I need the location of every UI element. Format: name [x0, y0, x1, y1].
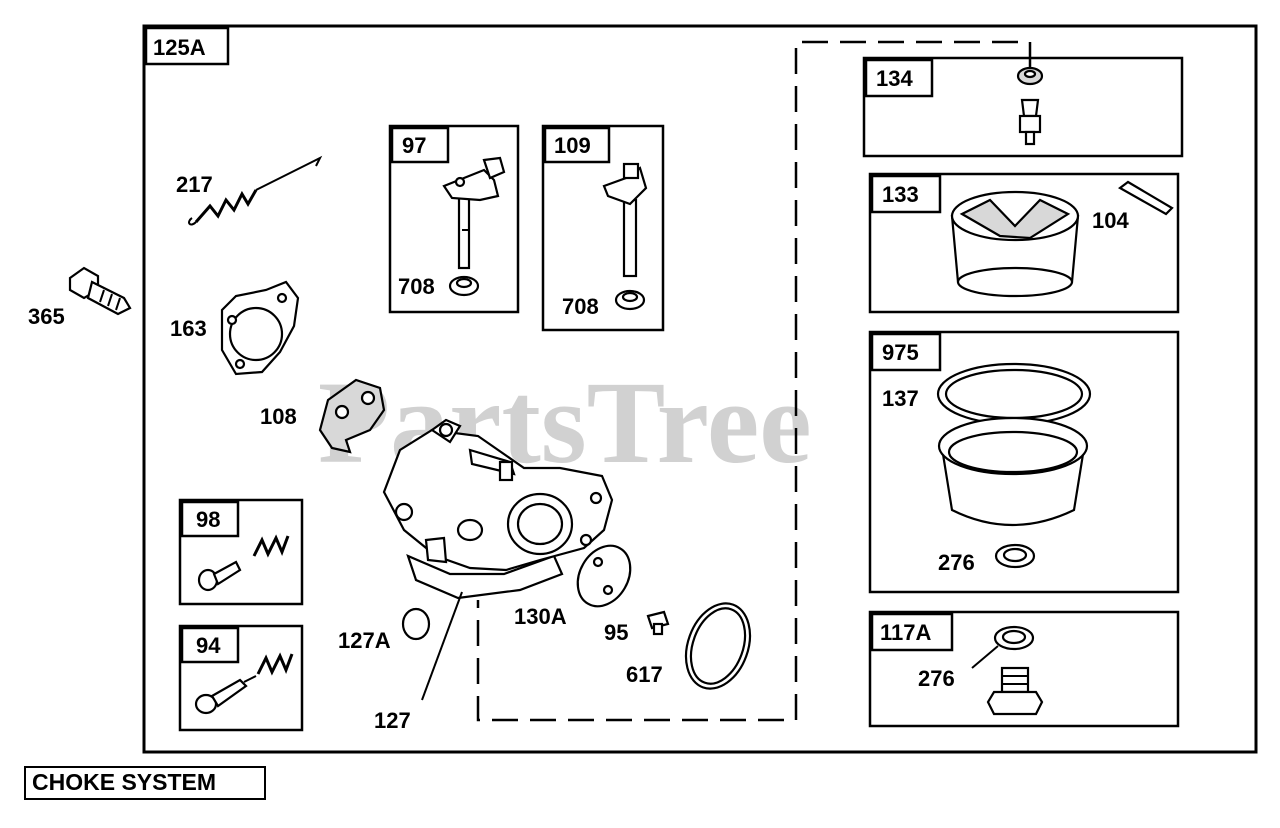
box-133: [868, 172, 1180, 314]
float-133: [950, 190, 1080, 298]
box-975: [868, 330, 1180, 594]
box-117a: [868, 610, 1180, 728]
label-617: 617: [626, 662, 663, 687]
main-frame-label-box: [144, 26, 230, 66]
label-127: 127: [374, 708, 411, 733]
throttle-plate-130a: [576, 544, 632, 608]
label-365: 365: [28, 304, 65, 329]
carburetor-body-127: [382, 418, 614, 600]
box-134-label: 134: [876, 66, 913, 91]
pin-104: [1117, 180, 1174, 216]
box-109-label: 109: [554, 133, 591, 158]
box-94-label: 94: [196, 633, 221, 658]
label-137: 137: [882, 386, 919, 411]
label-130a: 130A: [514, 604, 567, 629]
label-127a: 127A: [338, 628, 391, 653]
label-276-b: 276: [918, 666, 955, 691]
leader-127: [421, 591, 463, 701]
mixture-screw-94: [194, 652, 294, 715]
governor-spring-217: [188, 155, 323, 226]
box-94: [178, 624, 304, 732]
box-97-label: 97: [402, 133, 426, 158]
bolt-365: [68, 266, 132, 316]
idle-screw-98: [197, 534, 290, 592]
box-98-label: 98: [196, 507, 220, 532]
seal-708-b: [614, 289, 646, 311]
box-109-label-box: [543, 126, 611, 164]
choke-shaft-97: [442, 156, 506, 270]
box-133-label: 133: [882, 182, 919, 207]
o-ring-617: [684, 602, 752, 690]
box-134: [862, 56, 1184, 158]
box-133-label-box: [870, 174, 942, 214]
welch-plug-127a: [401, 607, 431, 641]
washer-276-a: [994, 543, 1036, 569]
bowl-nut-117a: [986, 666, 1044, 716]
main-frame: [142, 24, 1258, 754]
label-108: 108: [260, 404, 297, 429]
box-94-label-box: [180, 626, 240, 664]
seal-708-a: [448, 275, 480, 297]
gasket-163: [220, 280, 300, 376]
label-276-a: 276: [938, 550, 975, 575]
box-97: [388, 124, 520, 314]
box-134-label-box: [864, 58, 934, 98]
screw-95: [646, 610, 670, 636]
main-frame-label: 125A: [153, 35, 206, 60]
label-217: 217: [176, 172, 213, 197]
kit-bracket: [476, 40, 1032, 722]
box-117a-label: 117A: [880, 620, 931, 645]
box-98-label-box: [180, 500, 240, 538]
label-708-b: 708: [562, 294, 599, 319]
label-95: 95: [604, 620, 628, 645]
float-bowl-137: [936, 362, 1092, 527]
box-109: [541, 124, 665, 332]
needle-valve-134: [1016, 66, 1044, 146]
box-97-label-box: [390, 126, 450, 164]
plate-108: [318, 378, 386, 454]
washer-276-b: [971, 625, 1035, 669]
box-98: [178, 498, 304, 606]
throttle-shaft-109: [602, 162, 648, 278]
label-708-a: 708: [398, 274, 435, 299]
label-104: 104: [1092, 208, 1129, 233]
label-163: 163: [170, 316, 207, 341]
box-117a-label-box: [870, 612, 954, 652]
section-title: CHOKE SYSTEM: [24, 766, 266, 800]
box-975-label-box: [870, 332, 942, 372]
box-975-label: 975: [882, 340, 919, 365]
